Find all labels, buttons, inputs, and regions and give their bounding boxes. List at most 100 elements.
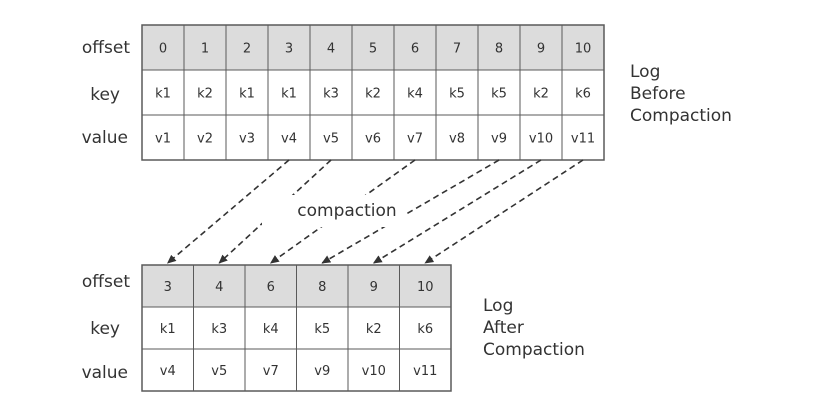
after-offset-text: 9 [370, 280, 378, 295]
label-line: Log [630, 62, 660, 82]
before-key-text: k1 [281, 87, 297, 102]
after-key-text: k1 [160, 322, 176, 337]
before-key-cell [225, 69, 269, 116]
before-offset-text: 4 [327, 42, 335, 57]
before-value-text: v3 [239, 132, 255, 147]
before-offset-cell [435, 24, 479, 71]
before-key-cell [393, 69, 437, 116]
before-value-text: v5 [323, 132, 339, 147]
before-value-text: v4 [281, 132, 297, 147]
before-value-cell [141, 114, 185, 161]
before-value-row-label: value [82, 128, 128, 148]
before-offset-text: 8 [495, 42, 503, 57]
after-offset-text: 6 [267, 280, 275, 295]
before-value-text: v1 [155, 132, 171, 147]
before-value-text: v8 [449, 132, 465, 147]
after-offset-text: 10 [417, 280, 434, 295]
after-key-text: k4 [263, 322, 279, 337]
compaction-arrow [372, 159, 542, 264]
before-key-text: k2 [197, 87, 213, 102]
after-value-text: v4 [160, 364, 176, 379]
after-value-cell [296, 348, 349, 392]
before-offset-cell [183, 24, 227, 71]
after-offset-cell [296, 264, 349, 308]
before-offset-text: 6 [411, 42, 419, 57]
after-key-text: k2 [366, 322, 382, 337]
before-offset-text: 5 [369, 42, 377, 57]
compaction-arrow [166, 159, 290, 264]
before-key-row-label: key [90, 85, 120, 105]
before-value-text: v6 [365, 132, 381, 147]
before-offset-cell [141, 24, 185, 71]
before-value-text: v9 [491, 132, 507, 147]
after-key-cell [296, 306, 349, 350]
before-value-cell [477, 114, 521, 161]
before-key-text: k5 [449, 87, 465, 102]
before-offset-text: 9 [537, 42, 545, 57]
before-offset-cell [351, 24, 395, 71]
after-offset-text: 8 [318, 280, 326, 295]
label-line: Compaction [630, 106, 732, 126]
before-key-text: k1 [239, 87, 255, 102]
after-value-text: v10 [362, 364, 386, 379]
before-key-cell [519, 69, 563, 116]
after-offset-text: 3 [164, 280, 172, 295]
before-key-cell [351, 69, 395, 116]
before-key-cell [477, 69, 521, 116]
after-offset-text: 4 [215, 280, 223, 295]
before-value-cell [351, 114, 395, 161]
label-line: Compaction [483, 340, 585, 360]
after-key-text: k5 [314, 322, 330, 337]
compaction-label-background [262, 195, 407, 227]
before-offset-text: 10 [575, 42, 592, 57]
before-value-cell [309, 114, 353, 161]
compaction-arrow [424, 159, 584, 264]
after-offset-cell [347, 264, 400, 308]
after-key-row-label: key [90, 319, 120, 339]
after-key-text: k3 [211, 322, 227, 337]
before-key-cell [435, 69, 479, 116]
after-value-row-label: value [82, 363, 128, 383]
before-offset-row-label: offset [82, 38, 130, 58]
after-value-text: v5 [211, 364, 227, 379]
before-offset-text: 2 [243, 42, 251, 57]
before-table-border [141, 24, 605, 161]
before-key-cell [561, 69, 605, 116]
label-line: Before [630, 84, 686, 104]
before-key-text: k4 [407, 87, 423, 102]
after-value-text: v11 [413, 364, 437, 379]
before-key-text: k1 [155, 87, 171, 102]
after-value-text: v7 [263, 364, 279, 379]
before-value-text: v11 [571, 132, 595, 147]
after-value-cell [193, 348, 246, 392]
after-key-cell [193, 306, 246, 350]
before-key-text: k5 [491, 87, 507, 102]
label-line: After [483, 318, 524, 338]
compaction-label: compaction [297, 201, 396, 221]
before-key-cell [141, 69, 185, 116]
log-before-compaction-label: Log Before Compaction [630, 62, 732, 126]
before-offset-text: 7 [453, 42, 461, 57]
before-value-text: v2 [197, 132, 213, 147]
before-offset-text: 3 [285, 42, 293, 57]
after-key-cell [244, 306, 297, 350]
after-table-border [141, 264, 452, 392]
before-offset-cell [519, 24, 563, 71]
before-value-text: v7 [407, 132, 423, 147]
before-offset-text: 1 [201, 42, 209, 57]
before-offset-text: 0 [159, 42, 167, 57]
label-line: Log [483, 296, 513, 316]
after-offset-row-label: offset [82, 272, 130, 292]
before-value-text: v10 [529, 132, 553, 147]
log-after-compaction-table: 3 4 6 8 9 10 k1 k3 k4 k5 k2 k6 v4 v5 v7 v9 v10 v11 [141, 264, 452, 392]
before-value-cell [393, 114, 437, 161]
before-key-text: k2 [365, 87, 381, 102]
before-key-cell [309, 69, 353, 116]
compaction-arrow [321, 159, 500, 264]
after-offset-cell [399, 264, 452, 308]
after-value-text: v9 [314, 364, 330, 379]
after-key-text: k6 [417, 322, 433, 337]
log-after-compaction-label: Log After Compaction [483, 296, 585, 360]
